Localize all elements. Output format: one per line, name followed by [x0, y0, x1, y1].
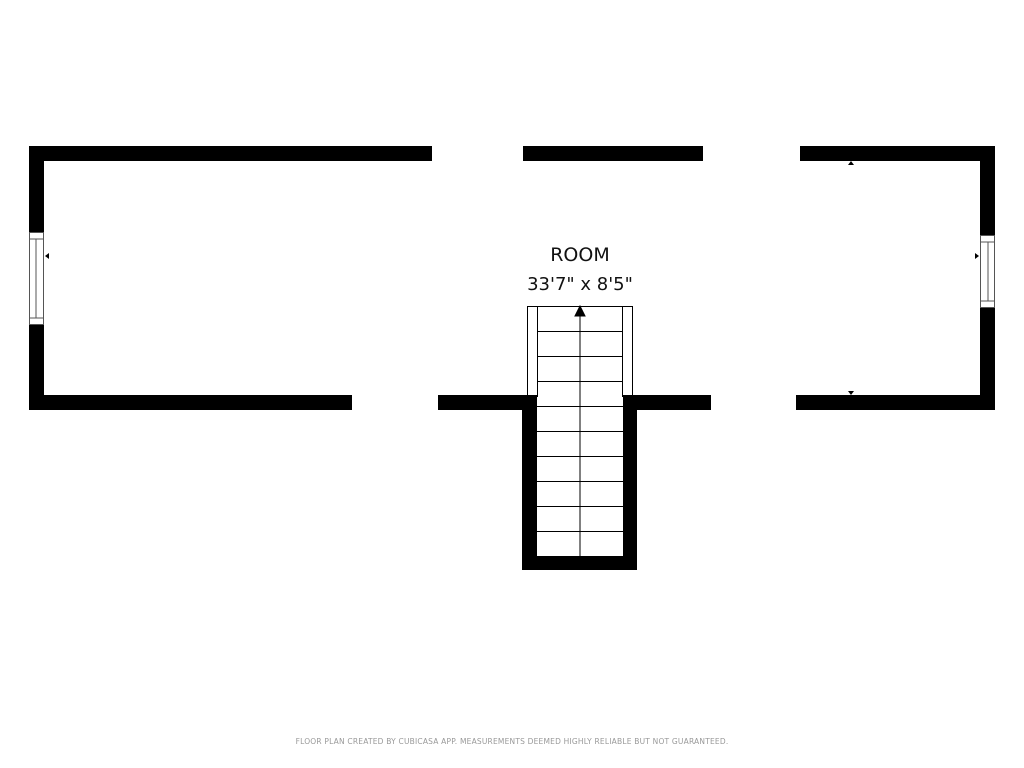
marker-right-icon — [975, 253, 979, 259]
handrail-right — [622, 306, 633, 397]
door-markers — [45, 161, 979, 395]
room-dimensions: 33'7" x 8'5" — [527, 274, 633, 295]
wall-left-upper — [29, 146, 44, 232]
wall-top-3 — [800, 146, 995, 161]
wall-bottom-2 — [438, 395, 537, 410]
wall-right-upper — [980, 146, 995, 235]
walls — [29, 146, 995, 570]
wall-left-lower — [29, 324, 44, 410]
marker-left-icon — [45, 253, 49, 259]
wall-top-2 — [523, 146, 703, 161]
wall-top-1 — [29, 146, 432, 161]
handrail-left — [527, 306, 538, 397]
wall-bottom-3 — [623, 395, 711, 410]
footer-disclaimer: FLOOR PLAN CREATED BY CUBICASA APP. MEAS… — [295, 737, 729, 746]
stair-wall-right — [623, 395, 637, 570]
marker-bottom-icon — [848, 391, 854, 395]
marker-top-icon — [848, 161, 854, 165]
wall-bottom-1 — [29, 395, 352, 410]
stairs — [527, 304, 633, 556]
window-left — [29, 232, 44, 325]
room-name: ROOM — [550, 244, 610, 266]
wall-right-lower — [980, 307, 995, 410]
wall-bottom-4 — [796, 395, 995, 410]
stair-wall-left — [522, 395, 537, 570]
stair-arrow-icon — [574, 304, 586, 317]
window-right — [980, 235, 995, 308]
stair-wall-bottom — [522, 556, 637, 570]
